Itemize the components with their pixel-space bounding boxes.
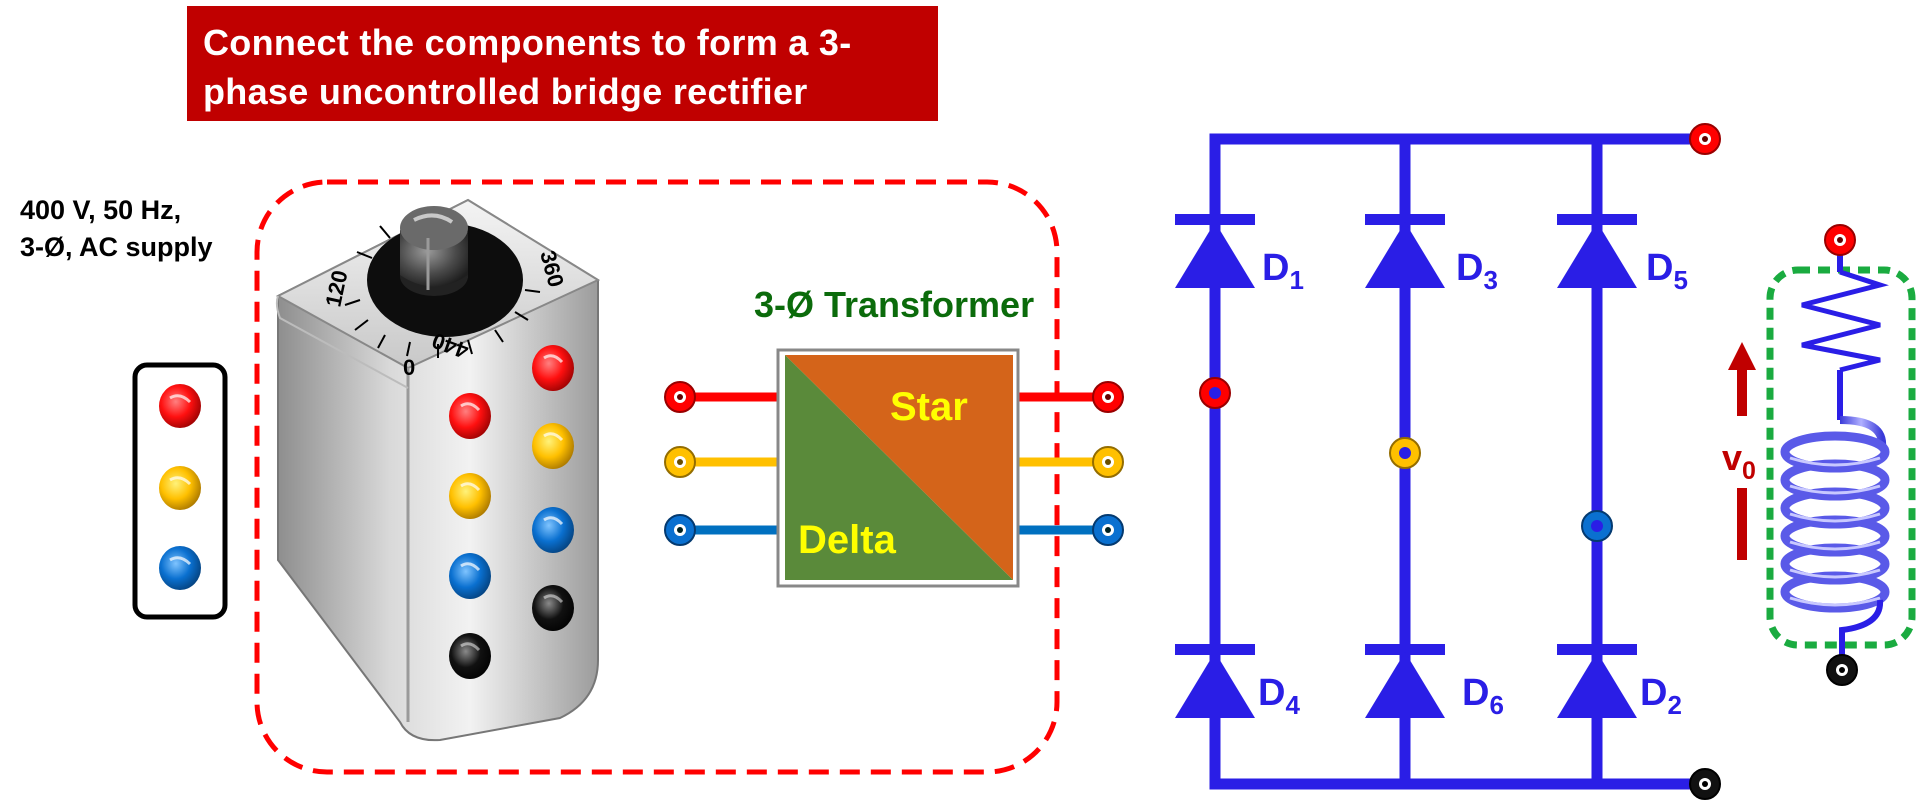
variac-terminal-b-in[interactable] bbox=[449, 553, 491, 599]
supply-label: 400 V, 50 Hz, 3-Ø, AC supply bbox=[20, 192, 213, 266]
variac-terminal-r-in[interactable] bbox=[449, 393, 491, 439]
transformer-primary-terminal-r[interactable] bbox=[664, 381, 696, 413]
bridge-terminal-c[interactable] bbox=[1581, 510, 1613, 542]
diode-label-d4: D4 bbox=[1258, 672, 1300, 720]
supply-label-line-1: 400 V, 50 Hz, bbox=[20, 195, 182, 225]
diode-d4 bbox=[1175, 644, 1255, 718]
diode-d5 bbox=[1557, 214, 1637, 288]
load-terminal-bottom[interactable] bbox=[1826, 654, 1858, 686]
bridge-terminal-a[interactable] bbox=[1199, 377, 1231, 409]
bridge-terminal-negative[interactable] bbox=[1689, 768, 1721, 800]
diode-label-d1: D1 bbox=[1262, 247, 1304, 295]
transformer-title: 3-Ø Transformer bbox=[754, 284, 1035, 325]
transformer-star-label: Star bbox=[890, 385, 968, 429]
variac: 0 120 360 440 bbox=[275, 198, 601, 742]
bridge-rectifier bbox=[1209, 133, 1706, 790]
bridge-terminal-positive[interactable] bbox=[1689, 123, 1721, 155]
transformer-delta-label: Delta bbox=[798, 518, 897, 562]
bridge-terminal-b[interactable] bbox=[1389, 437, 1421, 469]
diode-d1 bbox=[1175, 214, 1255, 288]
transformer-primary-leads bbox=[680, 392, 780, 535]
diode-d6 bbox=[1365, 644, 1445, 718]
diode-d2 bbox=[1557, 644, 1637, 718]
load-terminal-top[interactable] bbox=[1824, 224, 1856, 256]
transformer-secondary-terminal-b[interactable] bbox=[1092, 514, 1124, 546]
variac-terminal-y-in[interactable] bbox=[449, 473, 491, 519]
supply-terminal-y[interactable] bbox=[159, 466, 201, 510]
output-voltage-arrow bbox=[1728, 342, 1756, 560]
output-voltage-label: v0 bbox=[1722, 437, 1756, 485]
transformer-block: Star Delta bbox=[776, 348, 1020, 588]
transformer-secondary-terminal-y[interactable] bbox=[1092, 446, 1124, 478]
variac-terminal-r-out[interactable] bbox=[532, 345, 574, 391]
transformer-secondary-terminal-r[interactable] bbox=[1092, 381, 1124, 413]
transformer-primary-terminal-y[interactable] bbox=[664, 446, 696, 478]
load-inductor bbox=[1780, 416, 1890, 668]
diode-d3 bbox=[1365, 214, 1445, 288]
supply-label-line-2: 3-Ø, AC supply bbox=[20, 232, 213, 262]
diode-label-d2: D2 bbox=[1640, 672, 1682, 720]
task-banner: Connect the components to form a 3- phas… bbox=[187, 6, 938, 121]
variac-terminal-n-in[interactable] bbox=[449, 633, 491, 679]
variac-terminal-y-out[interactable] bbox=[532, 423, 574, 469]
variac-terminal-n-out[interactable] bbox=[532, 585, 574, 631]
diode-label-d6: D6 bbox=[1462, 672, 1504, 720]
dial-label-0: 0 bbox=[403, 355, 415, 380]
task-line-1: Connect the components to form a 3- bbox=[203, 22, 852, 63]
variac-knob[interactable] bbox=[400, 206, 468, 296]
supply-terminal-r[interactable] bbox=[159, 384, 201, 428]
diode-label-d3: D3 bbox=[1456, 247, 1498, 295]
variac-transformer-enclosure bbox=[254, 179, 1060, 775]
diode-label-d5: D5 bbox=[1646, 247, 1688, 295]
variac-terminal-b-out[interactable] bbox=[532, 507, 574, 553]
task-line-2: phase uncontrolled bridge rectifier bbox=[203, 71, 808, 112]
transformer-primary-terminal-b[interactable] bbox=[664, 514, 696, 546]
supply-terminal-b[interactable] bbox=[159, 546, 201, 590]
